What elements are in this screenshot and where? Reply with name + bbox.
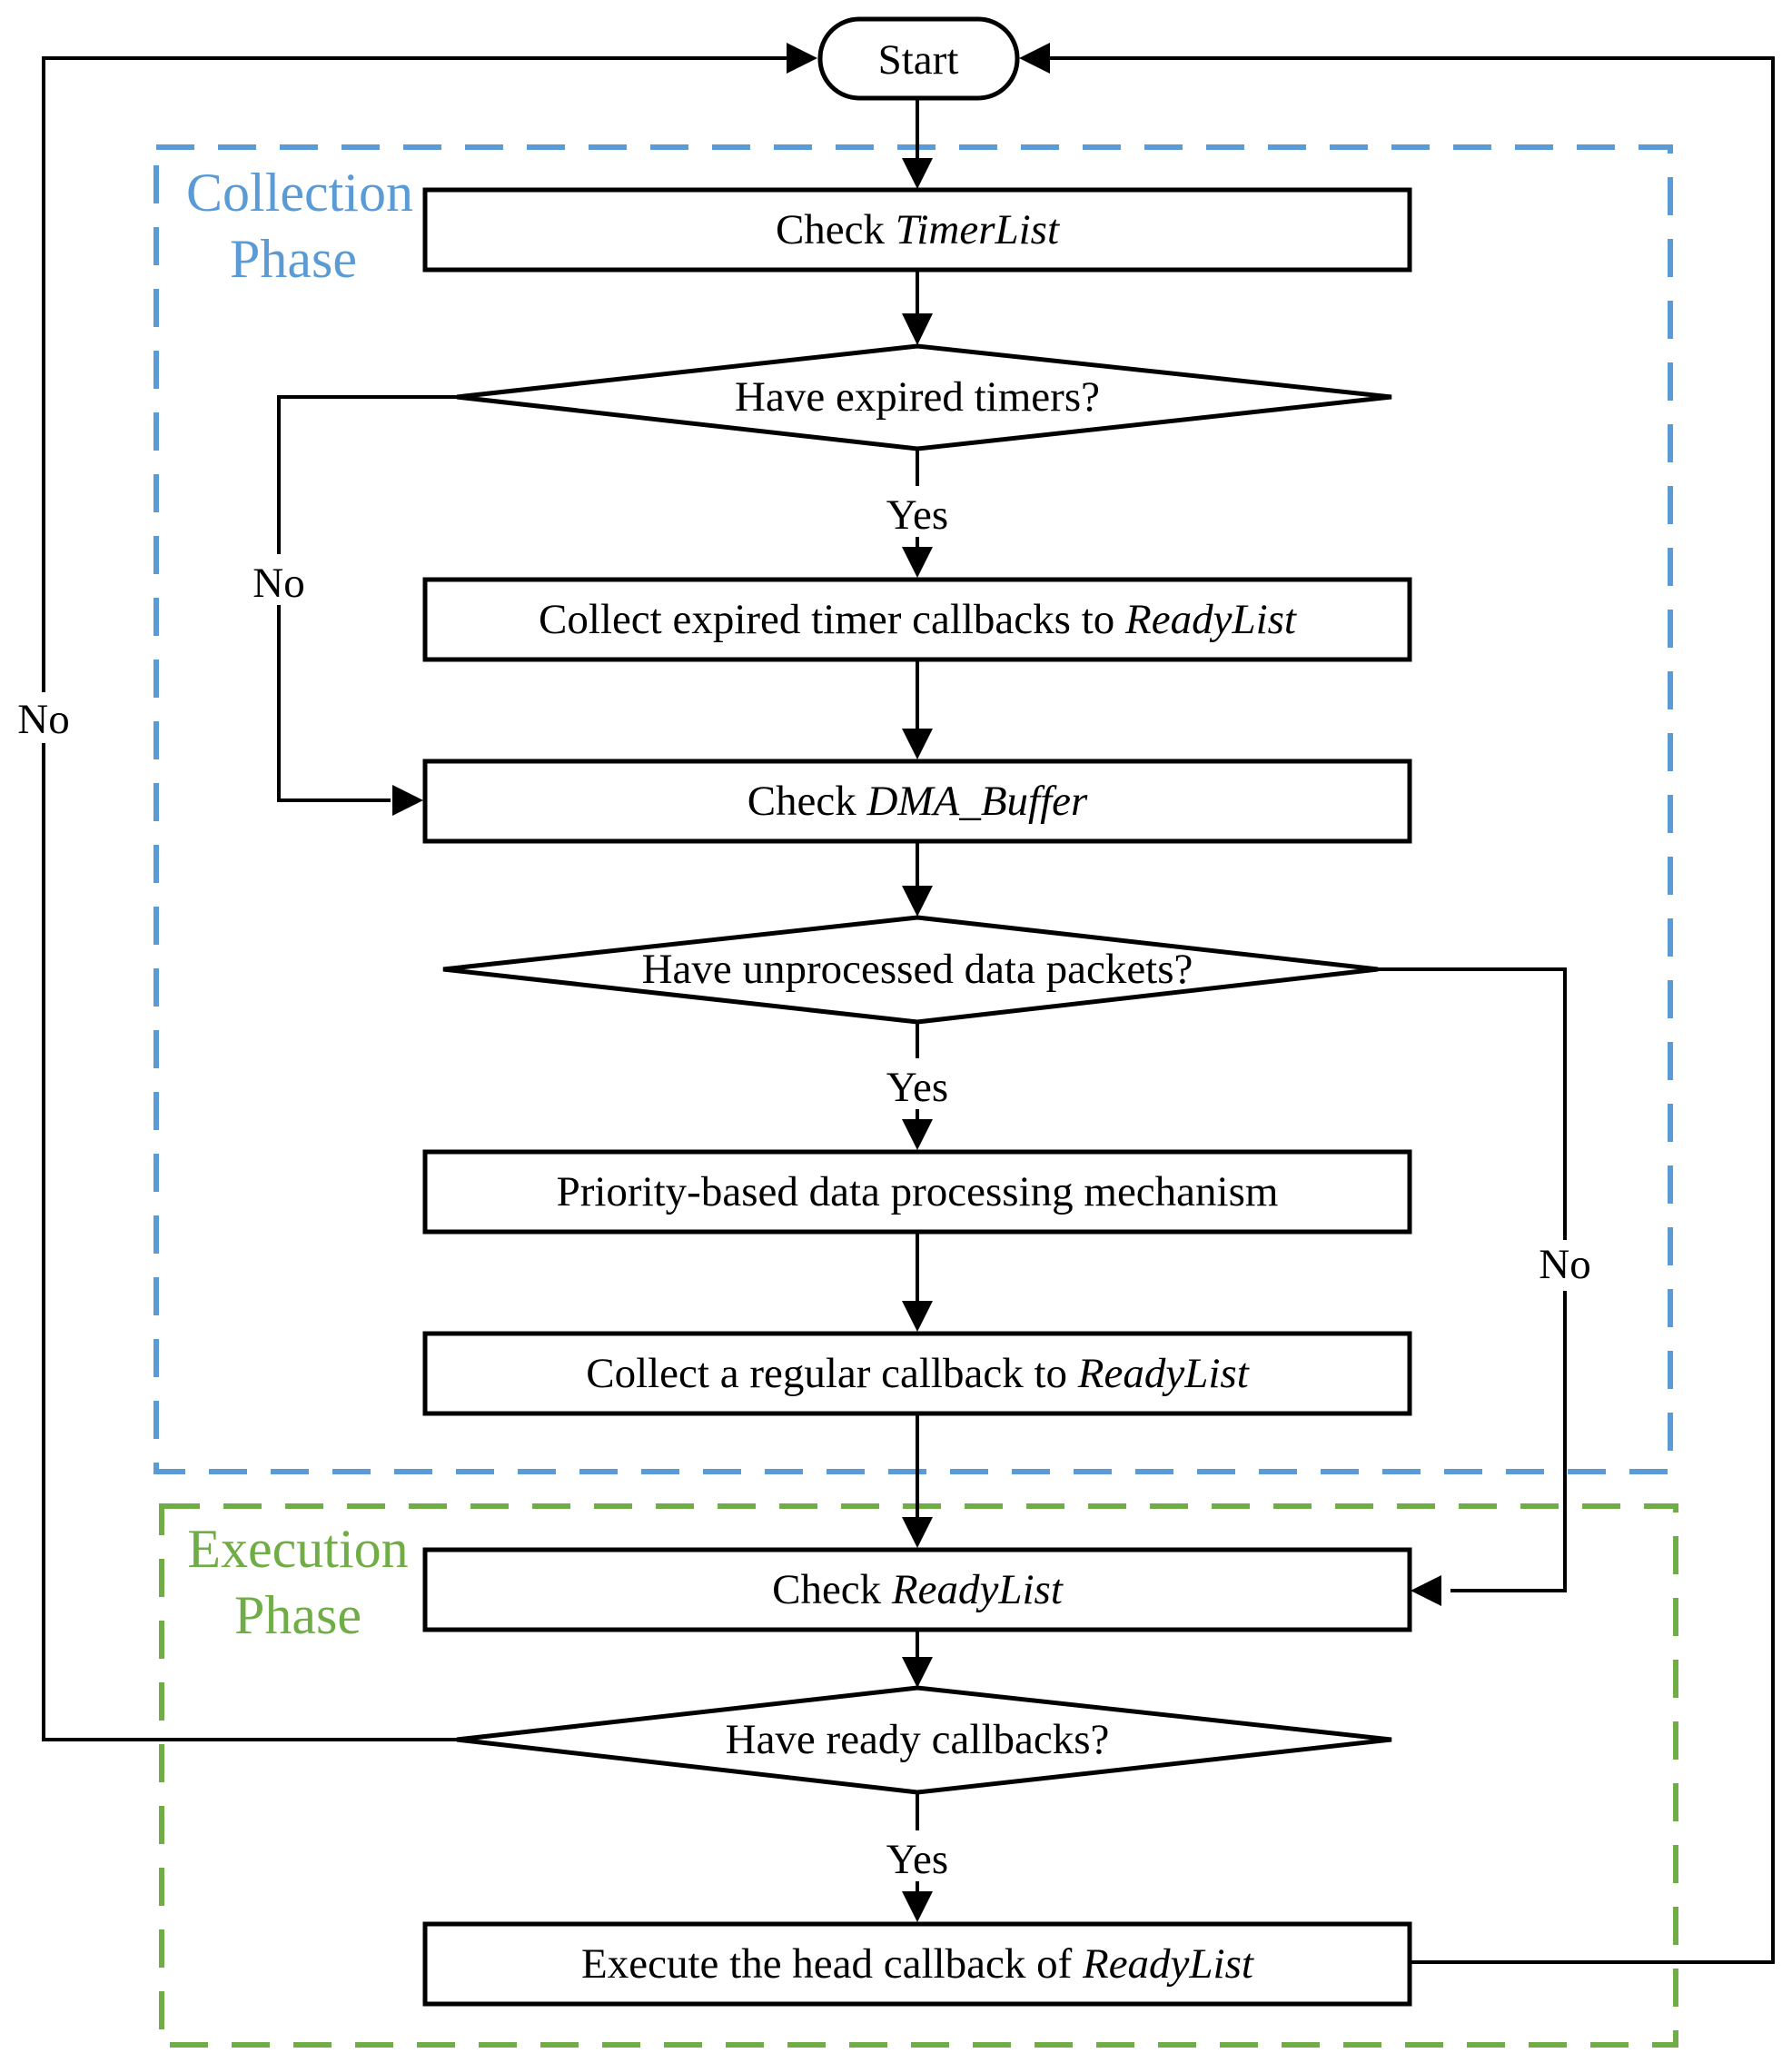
- arrow-head: [902, 1119, 933, 1150]
- label-plain: Check: [776, 206, 896, 253]
- arrow-head: [1019, 43, 1050, 74]
- label-plain: Check: [747, 778, 867, 825]
- edge-ready-no: [42, 56, 787, 1741]
- label-plain: Collect expired timer callbacks to: [539, 596, 1125, 643]
- label-italic: ReadyList: [1077, 1350, 1250, 1397]
- arrow-head: [902, 1517, 933, 1548]
- decision-diamond: [456, 343, 1392, 451]
- check-dma-node: Check DMA_Buffer: [422, 759, 1412, 844]
- start-node: Start: [817, 16, 1020, 101]
- label-italic: ReadyList: [1082, 1940, 1254, 1988]
- start-terminal-shape: [817, 16, 1020, 101]
- edge-label-yes-packets: Yes: [886, 1064, 948, 1111]
- execute-head-node: Execute the head callback of ReadyList: [422, 1921, 1412, 2007]
- check-readylist-label: Check ReadyList: [772, 1566, 1064, 1613]
- label-bg: [245, 554, 312, 605]
- arrow-head: [902, 729, 933, 759]
- label-italic: TimerList: [896, 206, 1060, 253]
- priority-processing-node: Priority-based data processing mechanism: [422, 1149, 1412, 1235]
- arrow-heads: [392, 43, 1441, 1922]
- edge-execute-loop: [1049, 56, 1775, 1964]
- collect-regular-node: Collect a regular callback to ReadyList: [422, 1331, 1412, 1416]
- label-bg: [876, 1058, 958, 1109]
- label-bg: [10, 692, 77, 743]
- label-plain: Execute the head callback of: [581, 1940, 1083, 1988]
- edge-label-yes-timers: Yes: [886, 491, 948, 539]
- collection-phase-box: [153, 144, 1673, 1474]
- label-plain: Check: [772, 1566, 892, 1613]
- label-plain: Collect a regular callback to: [586, 1350, 1078, 1397]
- check-timerlist-label: Check TimerList: [776, 206, 1060, 253]
- arrow-head: [902, 886, 933, 917]
- edge-label-no-ready: No: [17, 696, 69, 743]
- arrow-head: [902, 158, 933, 189]
- have-unprocessed-decision: Have unprocessed data packets?: [442, 915, 1379, 1025]
- arrow-head: [902, 1657, 933, 1688]
- arrow-head: [902, 547, 933, 578]
- execution-phase-label-line1: Execution: [187, 1519, 408, 1579]
- arrow-head: [902, 1301, 933, 1332]
- have-ready-decision: Have ready callbacks?: [456, 1685, 1392, 1795]
- process-box: [422, 187, 1412, 273]
- priority-processing-label: Priority-based data processing mechanism: [557, 1168, 1279, 1215]
- label-italic: ReadyList: [891, 1566, 1064, 1613]
- label-bg: [876, 1830, 958, 1881]
- execution-phase-label-line2: Phase: [234, 1585, 361, 1645]
- process-box: [422, 759, 1412, 844]
- start-label: Start: [878, 36, 959, 84]
- have-expired-timers-decision: Have expired timers?: [456, 343, 1392, 451]
- process-box: [422, 1149, 1412, 1235]
- collection-phase-label-line1: Collection: [186, 163, 413, 223]
- edge-label-yes-ready: Yes: [886, 1836, 948, 1883]
- decision-diamond: [456, 1685, 1392, 1795]
- process-box: [422, 577, 1412, 662]
- label-italic: DMA_Buffer: [866, 778, 1088, 825]
- label-bg: [1531, 1240, 1599, 1291]
- process-box: [422, 1331, 1412, 1416]
- have-expired-timers-label: Have expired timers?: [735, 373, 1100, 421]
- collect-regular-label: Collect a regular callback to ReadyList: [586, 1350, 1249, 1397]
- decision-diamond: [442, 915, 1379, 1025]
- execute-head-label: Execute the head callback of ReadyList: [581, 1940, 1254, 1988]
- process-box: [422, 1547, 1412, 1632]
- collect-expired-label: Collect expired timer callbacks to Ready…: [539, 596, 1297, 643]
- arrow-head: [902, 1891, 933, 1922]
- process-box: [422, 1921, 1412, 2007]
- arrow-head: [392, 785, 423, 816]
- check-readylist-node: Check ReadyList: [422, 1547, 1412, 1632]
- label-bg: [876, 486, 958, 537]
- have-unprocessed-label: Have unprocessed data packets?: [642, 946, 1193, 993]
- check-dma-label: Check DMA_Buffer: [747, 778, 1088, 825]
- collect-expired-node: Collect expired timer callbacks to Ready…: [422, 577, 1412, 662]
- label-italic: ReadyList: [1124, 596, 1297, 643]
- arrow-head: [1411, 1575, 1441, 1606]
- arrow-head: [902, 313, 933, 345]
- arrow-head: [787, 43, 817, 74]
- collection-phase-label-line2: Phase: [230, 229, 357, 289]
- have-ready-label: Have ready callbacks?: [726, 1716, 1110, 1763]
- edge-label-no-timers: No: [252, 560, 304, 607]
- check-timerlist-node: Check TimerList: [422, 187, 1412, 273]
- edge-label-no-packets: No: [1539, 1241, 1590, 1288]
